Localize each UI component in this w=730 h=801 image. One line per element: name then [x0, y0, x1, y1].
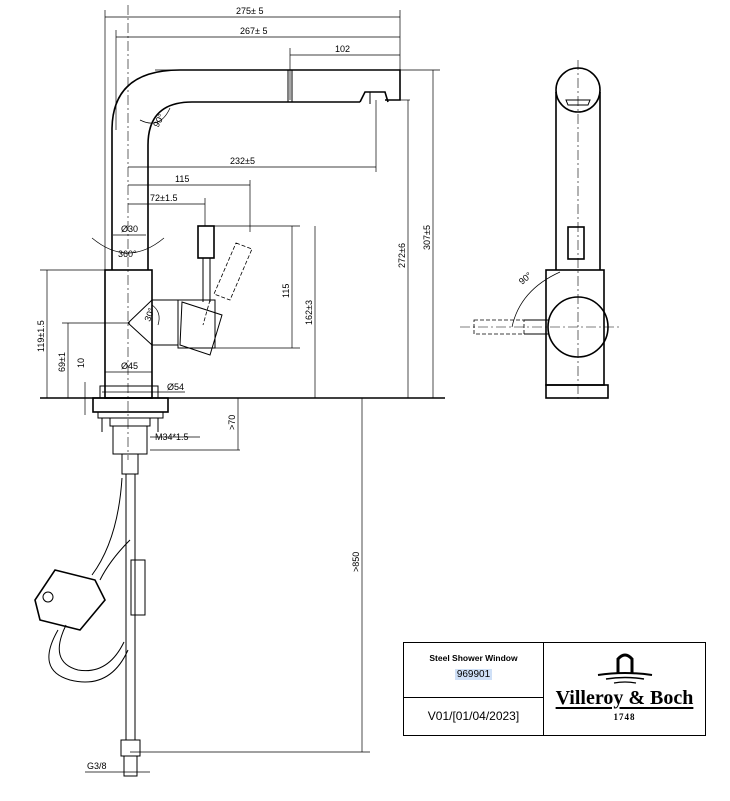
- hose: [48, 474, 146, 777]
- version: V01/[01/04/2023]: [404, 698, 544, 735]
- dim-side-angle: 90°: [517, 270, 534, 287]
- spout: [111, 69, 401, 270]
- dim-min-hose-depth: >850: [351, 552, 361, 572]
- logo-emblem-icon: [597, 653, 652, 684]
- dim-base-diameter: Ø54: [167, 382, 184, 392]
- dimension-labels: 275± 5 267± 5 102 90° 232±5 115 72±1.5 Ø…: [36, 6, 534, 771]
- faucet-body: [99, 269, 179, 399]
- dim-handle-reach: 115: [175, 174, 189, 184]
- dim-body-diameter: Ø45: [121, 361, 138, 371]
- dim-tube-diameter: Ø30: [121, 224, 138, 234]
- dim-handle-height: 115: [281, 284, 291, 298]
- title-block: Steel Shower Window 969901 V01/[01/04/20…: [403, 642, 706, 736]
- brand-year: 1748: [613, 712, 636, 722]
- dim-thread: M34*1.5: [155, 432, 189, 442]
- product-name: Steel Shower Window: [429, 653, 518, 663]
- handle: [177, 225, 253, 356]
- dim-handle-axis: 72±1.5: [150, 193, 177, 203]
- brand-logo: Villeroy & Boch 1748: [544, 643, 705, 735]
- dim-handle-angle: 30°: [142, 306, 156, 323]
- mounting-kit: [92, 397, 169, 475]
- dim-rotation: 360°: [118, 249, 137, 259]
- side-view: [473, 67, 609, 399]
- article-number: 969901: [454, 669, 493, 680]
- dim-reach: 267± 5: [240, 26, 267, 36]
- dim-total-height: 307±5: [422, 225, 432, 250]
- brand-name: Villeroy & Boch: [555, 687, 694, 709]
- dim-spout-angle: 90°: [151, 112, 167, 129]
- dim-body-height: 119±1.5: [36, 320, 46, 352]
- dim-outlet-height: 272±6: [397, 243, 407, 268]
- dim-overall-reach: 275± 5: [236, 6, 263, 16]
- dim-min-depth: >70: [227, 415, 237, 430]
- dim-spout-tip: 102: [335, 44, 350, 54]
- dim-connection: G3/8: [87, 761, 107, 771]
- shower-head: [34, 569, 106, 631]
- product-cell: Steel Shower Window 969901: [404, 643, 544, 698]
- dim-outlet-offset: 232±5: [230, 156, 255, 166]
- extension-lines: [40, 10, 440, 451]
- dim-lever-height: 162±3: [304, 300, 314, 325]
- dim-base-height: 10: [76, 358, 86, 368]
- dim-handle-axis-height: 69±1: [57, 352, 67, 372]
